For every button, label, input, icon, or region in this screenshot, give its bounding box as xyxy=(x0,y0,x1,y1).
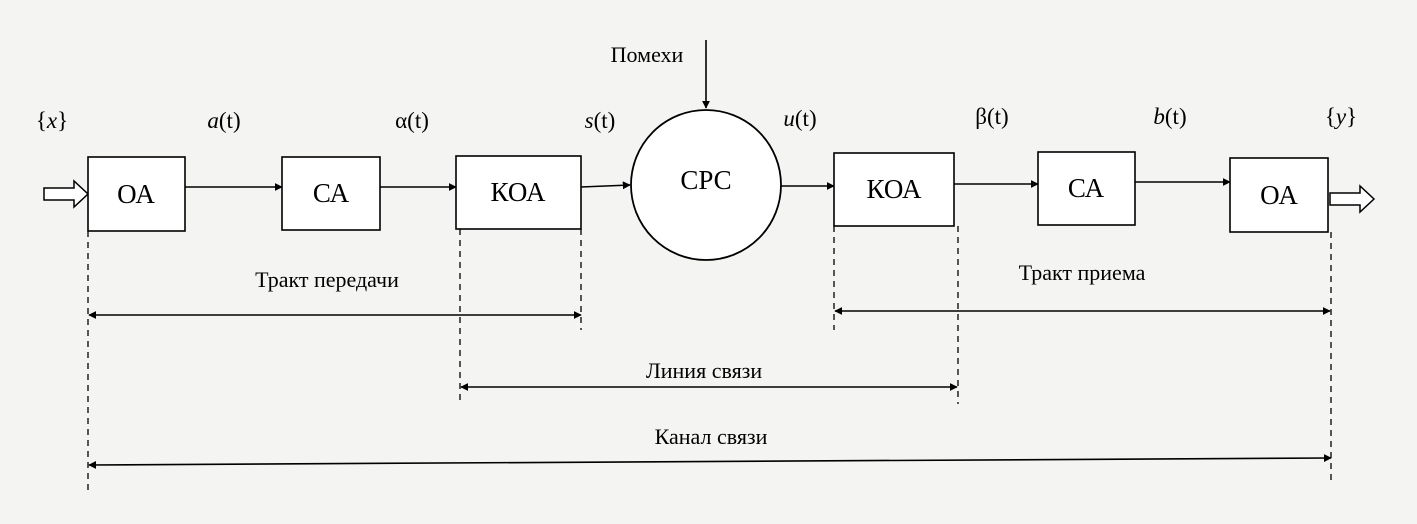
block-oa-tx: ОА xyxy=(87,156,186,232)
block-oa-tx-label: ОА xyxy=(117,179,155,209)
block-koa-tx-label: КОА xyxy=(491,177,546,207)
output-hollow-arrow xyxy=(1329,184,1376,214)
span-tx-path-label: Тракт передачи xyxy=(255,267,399,292)
span-channel-arrow xyxy=(88,454,1332,469)
block-ca-rx-label: СА xyxy=(1068,173,1105,203)
input-hollow-arrow xyxy=(43,179,90,209)
block-koa-tx: КОА xyxy=(455,155,582,230)
block-oa-rx: ОА xyxy=(1229,157,1329,233)
span-rx-path-label: Тракт приема xyxy=(1019,260,1146,285)
signal-a-label: a(t) xyxy=(207,108,240,133)
block-ca-rx: СА xyxy=(1037,151,1136,226)
signal-alpha-label: α(t) xyxy=(395,108,429,133)
block-koa-rx-label: КОА xyxy=(867,174,922,204)
block-crc: СРС xyxy=(630,109,782,261)
block-crc-label: СРС xyxy=(680,165,731,195)
span-line-label: Линия связи xyxy=(646,358,763,383)
block-ca-tx-label: СА xyxy=(313,178,350,208)
block-oa-rx-label: ОА xyxy=(1260,180,1298,210)
signal-b-label: b(t) xyxy=(1153,104,1186,129)
signal-s-label: s(t) xyxy=(585,108,616,133)
span-channel-label: Канал связи xyxy=(655,424,768,449)
signal-beta-label: β(t) xyxy=(975,104,1008,129)
signal-y-label: {y} xyxy=(1325,104,1357,129)
signal-u-label: u(t) xyxy=(783,106,816,131)
arrow-koa-crc xyxy=(580,181,631,190)
signal-x-label: {x} xyxy=(36,108,68,133)
block-koa-rx: КОА xyxy=(833,152,955,227)
block-ca-tx: СА xyxy=(281,156,381,231)
noise-label: Помехи xyxy=(611,42,684,67)
